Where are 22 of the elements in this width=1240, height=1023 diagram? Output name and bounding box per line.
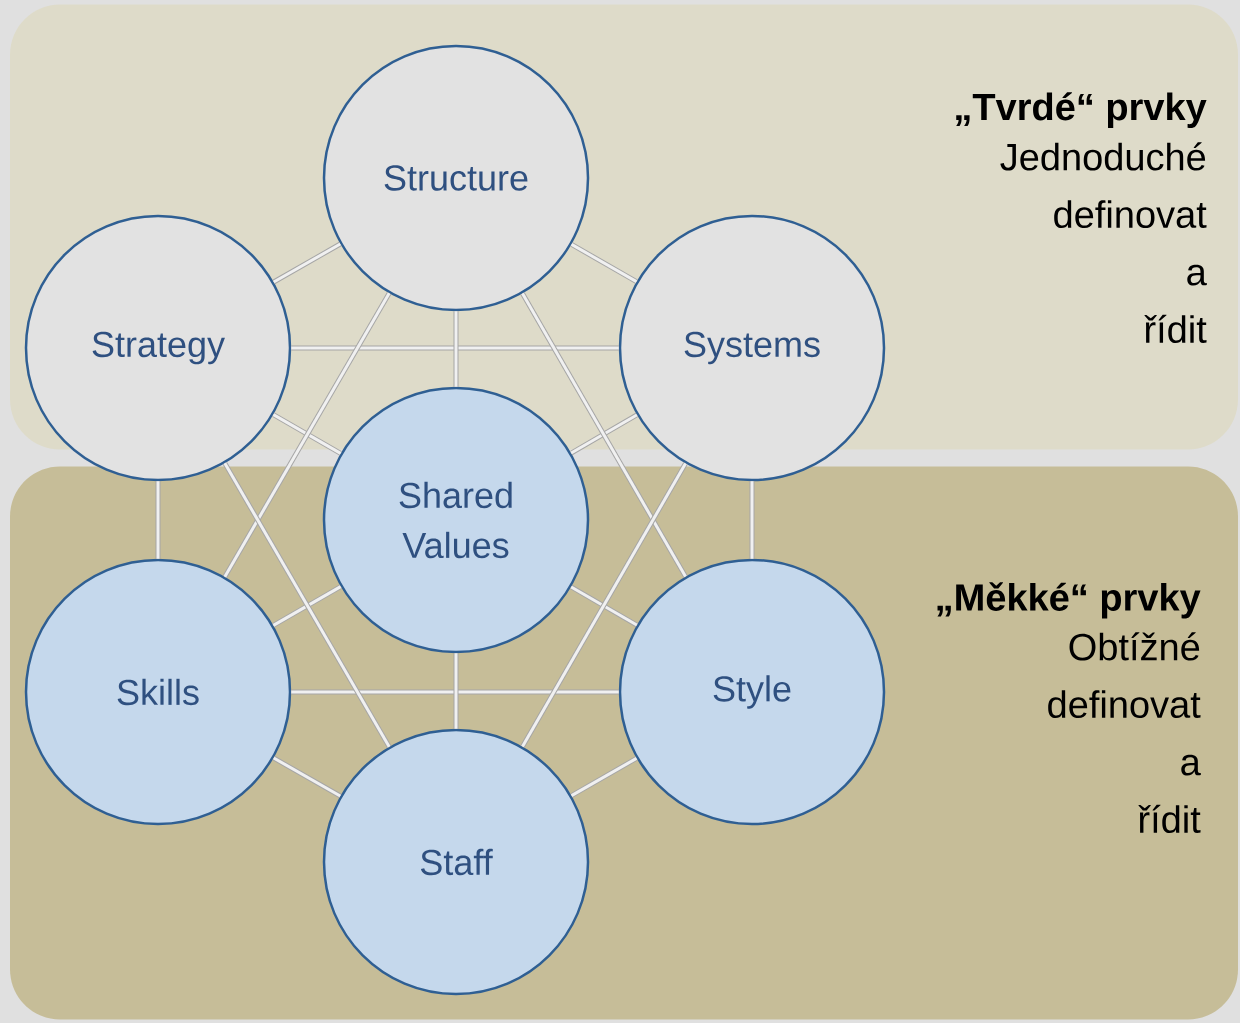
connector [570,756,638,798]
connector [291,689,619,695]
connector [291,345,619,351]
connector [569,584,639,628]
connector [520,462,688,748]
connector [272,412,342,456]
description: Jednoduché definovat a řídit [1000,142,1207,344]
connector [520,292,688,578]
heading: „Tvrdé“ prvky [956,92,1207,128]
description: Obtížné definovat a řídit [1048,632,1201,834]
connector [272,241,342,285]
connector [453,653,459,729]
connector [222,462,392,748]
connector [569,412,639,456]
connector [570,242,638,284]
connector [272,755,342,799]
heading: „Měkké“ prvky [937,582,1201,619]
connector [155,481,161,559]
connector [749,481,755,559]
connector [272,584,342,628]
connector [453,311,459,387]
connector [222,292,392,578]
